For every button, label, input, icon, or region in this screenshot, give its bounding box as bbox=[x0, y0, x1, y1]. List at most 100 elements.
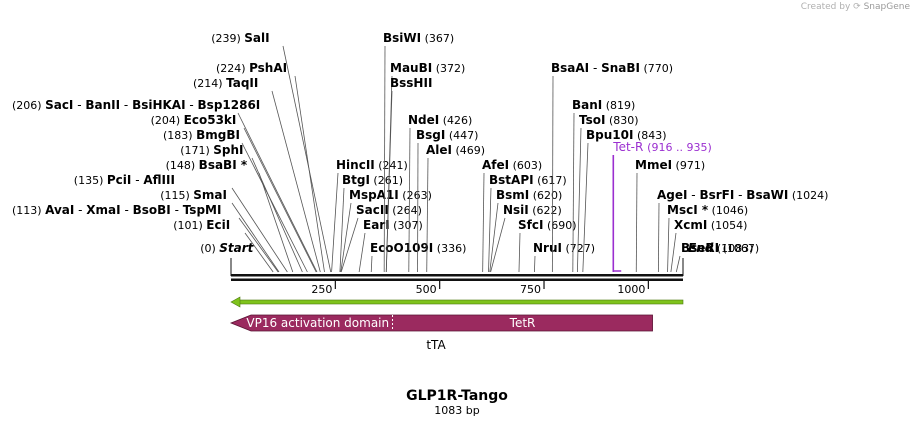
site-position: (367) bbox=[421, 32, 454, 45]
site-connector bbox=[490, 203, 498, 272]
snapgene-logo-icon: ⟳ bbox=[853, 2, 861, 12]
site-connector bbox=[534, 256, 535, 272]
enzyme-name: NdeI bbox=[408, 113, 439, 127]
enzyme-name: BsaWI bbox=[746, 188, 788, 202]
site-connector bbox=[244, 128, 316, 272]
enzyme-name: Eco53kI bbox=[184, 113, 237, 127]
site-connector bbox=[483, 173, 484, 272]
site-position: (148) bbox=[166, 159, 199, 172]
site-position: (183) bbox=[163, 129, 196, 142]
site-position: (1024) bbox=[788, 189, 828, 202]
site-label: (0) Start bbox=[200, 241, 254, 255]
site-label: NsiI (622) bbox=[503, 203, 562, 217]
enzyme-separator: - bbox=[131, 173, 143, 187]
enzyme-name: EcoO109I bbox=[370, 241, 433, 255]
site-connector bbox=[359, 233, 365, 272]
enzyme-name: BsaAI bbox=[551, 61, 589, 75]
site-label: (224) PshAI bbox=[216, 61, 287, 75]
site-label: (206) SacI - BanII - BsiHKAI - Bsp1286I bbox=[12, 98, 260, 112]
enzyme-name: TaqII bbox=[226, 76, 258, 90]
enzyme-separator: - bbox=[73, 98, 85, 112]
site-position: (426) bbox=[439, 114, 472, 127]
site-position: (1054) bbox=[707, 219, 747, 232]
enzyme-name: Start bbox=[219, 241, 254, 255]
site-position: (690) bbox=[543, 219, 576, 232]
site-label: TsoI (830) bbox=[579, 113, 639, 127]
direction-arrow-shaft bbox=[237, 300, 683, 304]
enzyme-name: NsiI bbox=[503, 203, 529, 217]
site-msci: MscI * (1046) bbox=[667, 203, 748, 272]
site-start: (0) Start bbox=[200, 241, 254, 255]
site-label: XcmI (1054) bbox=[674, 218, 747, 232]
site-label: NdeI (426) bbox=[408, 113, 472, 127]
enzyme-name: BstAPI bbox=[489, 173, 534, 187]
enzyme-name: BsrFI bbox=[699, 188, 734, 202]
site-position: (830) bbox=[605, 114, 638, 127]
site-connector bbox=[340, 188, 344, 272]
site-position: (239) bbox=[211, 32, 244, 45]
site-connector bbox=[371, 256, 372, 272]
site-connector bbox=[384, 46, 385, 272]
site-connector bbox=[519, 233, 520, 272]
site-sacii: SacII (264) bbox=[341, 203, 422, 272]
site-label: (115) SmaI bbox=[160, 188, 227, 202]
feature-label-vp16: VP16 activation domain bbox=[246, 316, 389, 330]
enzyme-name: Bsp1286I bbox=[198, 98, 261, 112]
site-connector bbox=[341, 203, 351, 272]
site-connector bbox=[232, 203, 279, 272]
primer-range: (916 .. 935) bbox=[647, 141, 712, 154]
enzyme-name: AleI bbox=[426, 143, 452, 157]
site-position: (113) bbox=[12, 204, 45, 217]
enzyme-name: SalI bbox=[244, 31, 269, 45]
site-position: (1046) bbox=[708, 204, 748, 217]
site-position: (336) bbox=[433, 242, 466, 255]
enzyme-separator: - bbox=[589, 61, 601, 75]
direction-arrow-head bbox=[231, 297, 240, 307]
enzyme-name: SnaBI bbox=[601, 61, 640, 75]
site-position: (372) bbox=[432, 62, 465, 75]
site-position: (447) bbox=[445, 129, 478, 142]
enzyme-name: EciI bbox=[206, 218, 230, 232]
map-length: 1083 bp bbox=[434, 404, 479, 417]
site-position: (620) bbox=[529, 189, 562, 202]
site-connector bbox=[489, 188, 491, 272]
enzyme-name: MmeI bbox=[635, 158, 672, 172]
site-label: EarI (307) bbox=[363, 218, 423, 232]
site-label: (204) Eco53kI bbox=[151, 113, 237, 127]
site-position: (263) bbox=[399, 189, 432, 202]
site-position: (115) bbox=[160, 189, 193, 202]
feature-label-tetr: TetR bbox=[509, 316, 536, 330]
site-label: AgeI - BsrFI - BsaWI (1024) bbox=[657, 188, 828, 202]
enzyme-name: BsgI bbox=[416, 128, 445, 142]
site-label: (239) SalI bbox=[211, 31, 269, 45]
enzyme-separator: - bbox=[186, 98, 198, 112]
enzyme-name: MspA1I bbox=[349, 188, 399, 202]
enzyme-separator: - bbox=[734, 188, 746, 202]
site-position: (971) bbox=[672, 159, 705, 172]
ruler-tick-label: 1000 bbox=[617, 283, 645, 296]
enzyme-name: BsaBI * bbox=[199, 158, 248, 172]
enzyme-name: BsmI bbox=[496, 188, 529, 202]
site-position: (204) bbox=[151, 114, 184, 127]
enzyme-name: AflIII bbox=[143, 173, 175, 187]
site-label: (148) BsaBI * bbox=[166, 158, 248, 172]
site-nrui: NruI (727) bbox=[533, 241, 595, 272]
site-position: (206) bbox=[12, 99, 45, 112]
enzyme-name: BtgI bbox=[342, 173, 370, 187]
site-position: (622) bbox=[529, 204, 562, 217]
site-label: SacII (264) bbox=[356, 203, 422, 217]
site-connector bbox=[668, 218, 669, 272]
site-label: BtgI (261) bbox=[342, 173, 403, 187]
site-label: (113) AvaI - XmaI - BsoBI - TspMI bbox=[12, 203, 221, 217]
enzyme-name: NruI bbox=[533, 241, 562, 255]
enzyme-name: TspMI bbox=[183, 203, 222, 217]
primer-bar bbox=[613, 155, 621, 272]
site-connector bbox=[658, 203, 659, 272]
site-position: (617) bbox=[534, 174, 567, 187]
site-label: NruI (727) bbox=[533, 241, 595, 255]
primer-label: Tet-R (916 .. 935) bbox=[612, 140, 711, 154]
site-nsii: NsiI (622) bbox=[491, 203, 562, 272]
enzyme-name: HincII bbox=[336, 158, 375, 172]
enzyme-name: SfcI bbox=[518, 218, 543, 232]
enzyme-name: BanI bbox=[572, 98, 602, 112]
